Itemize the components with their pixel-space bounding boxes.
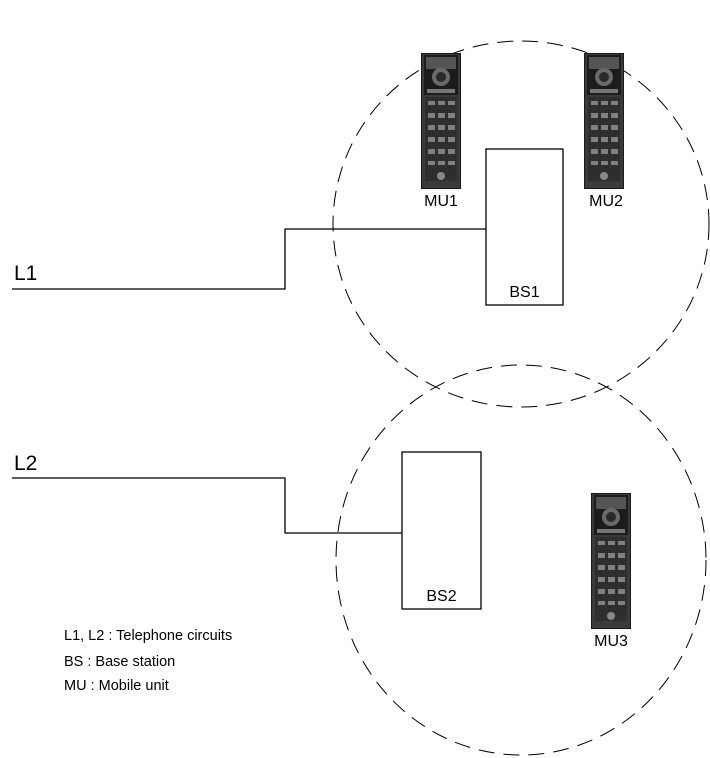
mobile-phone-icon <box>591 493 631 629</box>
mobile-phone-icon <box>584 53 624 189</box>
legend-line-2: BS : Base station <box>64 654 175 670</box>
telephone-circuit-l1 <box>12 229 486 289</box>
line-label-l2: L2 <box>14 452 37 475</box>
base-station-bs2 <box>402 452 481 609</box>
mobile-phone-icon <box>421 53 461 189</box>
legend-line-3: MU : Mobile unit <box>64 678 169 694</box>
mobile-unit-label-mu3: MU3 <box>594 633 628 650</box>
cell-coverage-2 <box>336 365 706 755</box>
line-label-l1: L1 <box>14 262 37 285</box>
base-station-bs1 <box>486 149 563 305</box>
base-station-label-bs2: BS2 <box>426 588 456 605</box>
mobile-unit-label-mu2: MU2 <box>589 193 623 210</box>
mobile-unit-label-mu1: MU1 <box>424 193 458 210</box>
base-station-label-bs1: BS1 <box>509 284 539 301</box>
legend-line-1: L1, L2 : Telephone circuits <box>64 628 232 644</box>
